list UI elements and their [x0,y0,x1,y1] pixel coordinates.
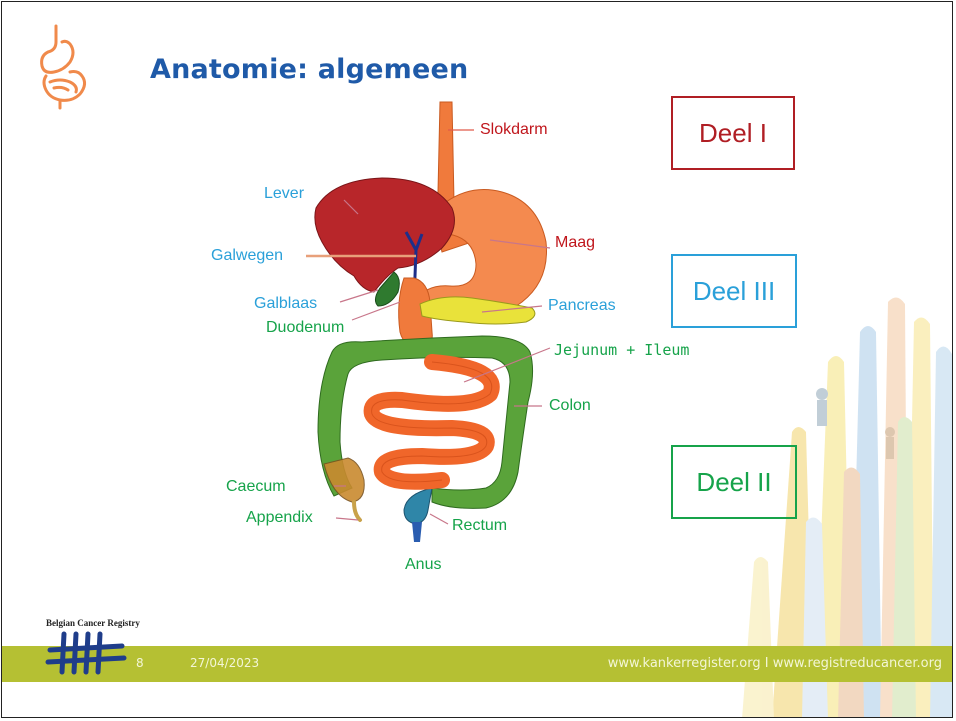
brand-name: Belgian Cancer Registry [46,618,140,628]
label-appendix: Appendix [246,509,313,527]
label-galblaas: Galblaas [254,295,317,313]
label-lever: Lever [264,185,304,203]
label-anus: Anus [405,556,441,574]
belgian-cancer-registry-tally-logo [42,630,132,676]
deel-3-label: Deel III [693,276,775,307]
deel-2-label: Deel II [696,467,771,498]
slide-date: 27/04/2023 [190,656,259,670]
label-duodenum: Duodenum [266,319,344,337]
label-pancreas: Pancreas [548,297,616,315]
label-rectum: Rectum [452,517,507,535]
label-galwegen: Galwegen [211,247,283,265]
label-caecum: Caecum [226,478,286,496]
label-colon: Colon [549,397,591,415]
label-jejunum-ileum: Jejunum + Ileum [554,341,689,359]
label-maag: Maag [555,234,595,252]
deel-1-box: Deel I [671,96,795,170]
deel-2-box: Deel II [671,445,797,519]
deel-1-label: Deel I [699,118,767,149]
deel-3-box: Deel III [671,254,797,328]
footer-bar: 8 27/04/2023 www.kankerregister.org I ww… [2,646,953,682]
footer-links: www.kankerregister.org I www.registreduc… [608,656,942,671]
slide-number: 8 [136,656,144,670]
label-slokdarm: Slokdarm [480,121,548,139]
